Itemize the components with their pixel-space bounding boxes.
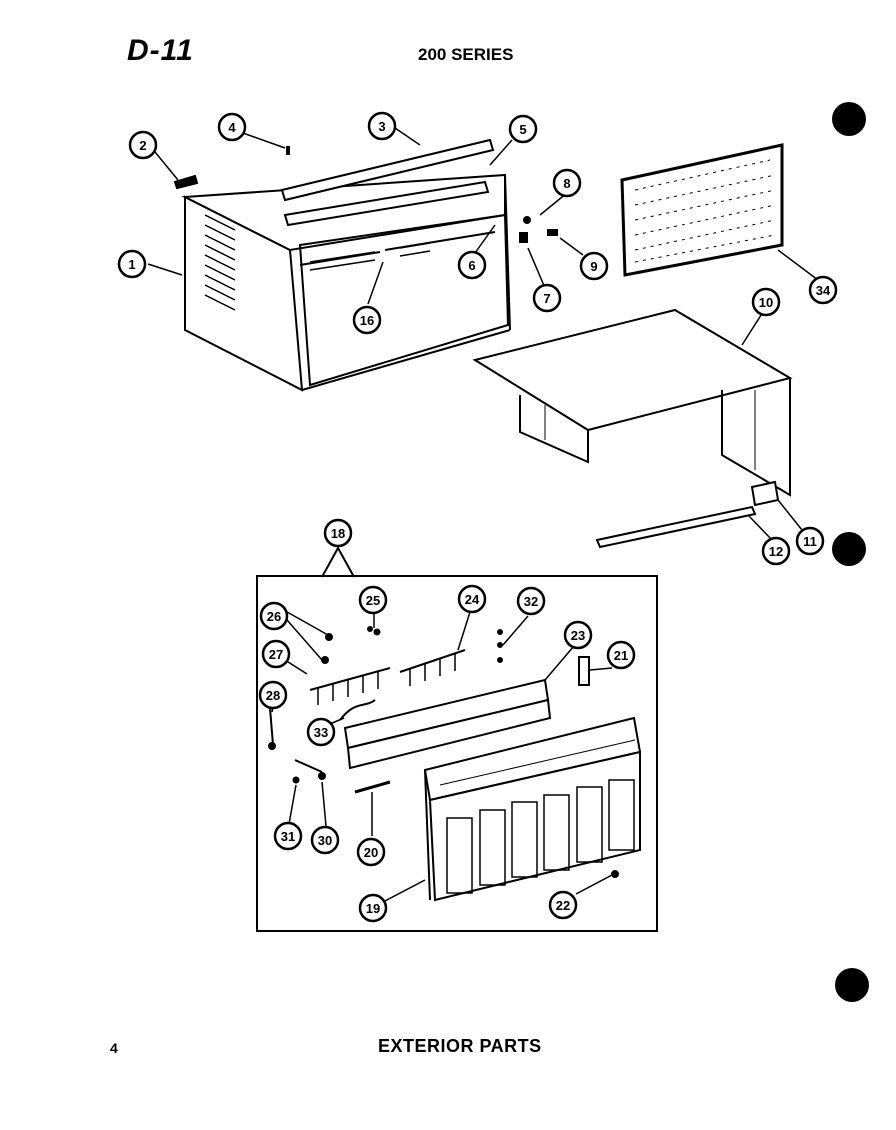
callout-1: 1: [117, 249, 147, 279]
callout-26: 26: [259, 601, 289, 631]
callout-label: 27: [269, 647, 283, 662]
callout-16: 16: [352, 305, 382, 335]
callout-label: 12: [769, 544, 783, 559]
callout-28: 28: [258, 680, 288, 710]
callout-12: 12: [761, 536, 791, 566]
callout-24: 24: [457, 584, 487, 614]
callout-label: 3: [378, 119, 385, 134]
callout-label: 32: [524, 594, 538, 609]
page-code: D-11: [127, 34, 194, 67]
callout-circle: [358, 585, 388, 615]
callout-31: 31: [273, 821, 303, 851]
callout-27: 27: [261, 639, 291, 669]
callout-22: 22: [548, 890, 578, 920]
callout-label: 34: [816, 283, 831, 298]
callout-label: 18: [331, 526, 345, 541]
callout-label: 26: [267, 609, 281, 624]
callout-circle: [261, 639, 291, 669]
callout-circle: [310, 825, 340, 855]
callout-7: 7: [532, 283, 562, 313]
callout-label: 19: [366, 901, 380, 916]
callout-label: 2: [139, 138, 146, 153]
callout-8: 8: [552, 168, 582, 198]
callout-circle: [117, 249, 147, 279]
callout-6: 6: [457, 250, 487, 280]
callout-circle: [128, 130, 158, 160]
callout-circle: [795, 526, 825, 556]
callout-21: 21: [606, 640, 636, 670]
callout-label: 33: [314, 725, 328, 740]
callout-23: 23: [563, 620, 593, 650]
section-title: EXTERIOR PARTS: [378, 1036, 542, 1056]
callout-11: 11: [795, 526, 825, 556]
cabinet-drawing: [181, 173, 511, 392]
callout-circle: [751, 287, 781, 317]
callout-circle: [259, 601, 289, 631]
callout-circle: [548, 890, 578, 920]
callout-circle: [352, 305, 382, 335]
callout-3: 3: [367, 111, 397, 141]
callout-circle: [323, 518, 353, 548]
callout-circle: [761, 536, 791, 566]
page-number: 4: [110, 1040, 118, 1056]
callout-circle: [258, 680, 288, 710]
callout-label: 30: [318, 833, 332, 848]
callout-label: 11: [803, 534, 817, 549]
callout-33: 33: [306, 717, 336, 747]
callout-4: 4: [217, 112, 247, 142]
binder-hole: [835, 968, 869, 1002]
callout-label: 24: [465, 592, 480, 607]
callout-label: 4: [228, 120, 236, 135]
callout-label: 5: [519, 122, 526, 137]
callout-circle: [356, 837, 386, 867]
callout-circle: [367, 111, 397, 141]
callout-circle: [358, 893, 388, 923]
callout-25: 25: [358, 585, 388, 615]
callout-label: 31: [281, 829, 295, 844]
callout-circle: [579, 251, 609, 281]
callout-circle: [516, 586, 546, 616]
callout-30: 30: [310, 825, 340, 855]
callout-circle: [457, 584, 487, 614]
callout-circle: [273, 821, 303, 851]
callout-5: 5: [508, 114, 538, 144]
callout-label: 8: [563, 176, 570, 191]
callout-label: 28: [266, 688, 280, 703]
callout-label: 9: [590, 259, 597, 274]
callout-label: 10: [759, 295, 773, 310]
callout-circle: [552, 168, 582, 198]
callout-label: 23: [571, 628, 585, 643]
callout-label: 6: [468, 258, 475, 273]
callout-circle: [532, 283, 562, 313]
callout-label: 21: [614, 648, 628, 663]
callout-circle: [508, 114, 538, 144]
binder-hole: [832, 532, 866, 566]
binder-hole: [832, 102, 866, 136]
callout-18: 18: [323, 518, 353, 548]
callout-20: 20: [356, 837, 386, 867]
callout-circle: [457, 250, 487, 280]
callout-label: 22: [556, 898, 570, 913]
callout-circle: [563, 620, 593, 650]
callout-circle: [808, 275, 838, 305]
callout-19: 19: [358, 893, 388, 923]
callout-circle: [606, 640, 636, 670]
callout-label: 16: [360, 313, 374, 328]
callout-label: 20: [364, 845, 378, 860]
callout-34: 34: [808, 275, 838, 305]
callout-32: 32: [516, 586, 546, 616]
callout-label: 1: [128, 257, 135, 272]
callout-label: 7: [543, 291, 550, 306]
callout-10: 10: [751, 287, 781, 317]
series-title: 200 SERIES: [418, 45, 514, 64]
callout-label: 25: [366, 593, 380, 608]
callout-2: 2: [128, 130, 158, 160]
callout-circle: [217, 112, 247, 142]
callout-9: 9: [579, 251, 609, 281]
callout-circle: [306, 717, 336, 747]
